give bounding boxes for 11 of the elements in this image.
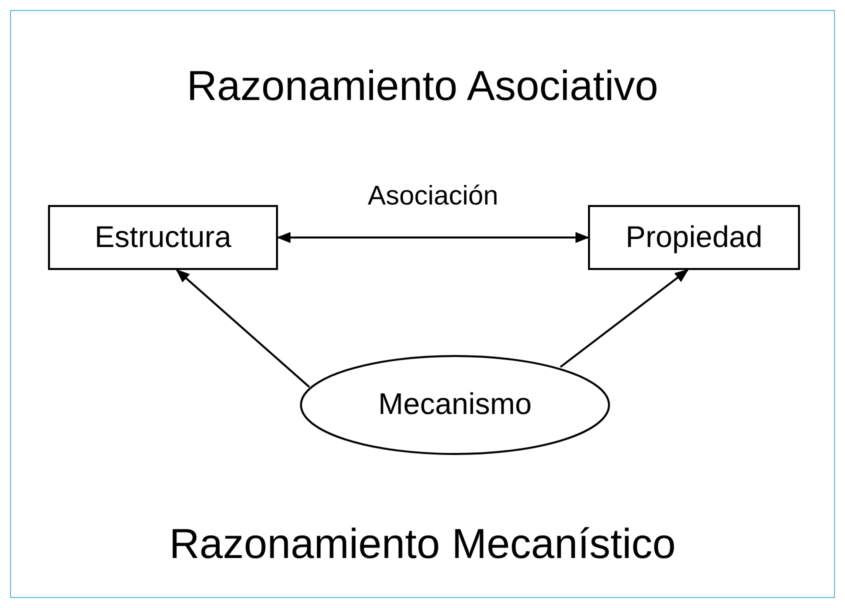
arrow — [176, 269, 310, 388]
node-text: Estructura — [94, 220, 232, 254]
ellipse-node — [300, 355, 610, 455]
diagram-heading: Razonamiento Mecanístico — [168, 520, 677, 568]
diagram-title: Razonamiento Asociativo — [186, 62, 660, 110]
node-text: Propiedad — [626, 220, 762, 254]
process-box — [48, 205, 278, 270]
arrow — [560, 269, 689, 368]
arrow — [276, 232, 590, 244]
node-text: Mecanismo — [378, 388, 532, 422]
process-box — [588, 205, 800, 270]
